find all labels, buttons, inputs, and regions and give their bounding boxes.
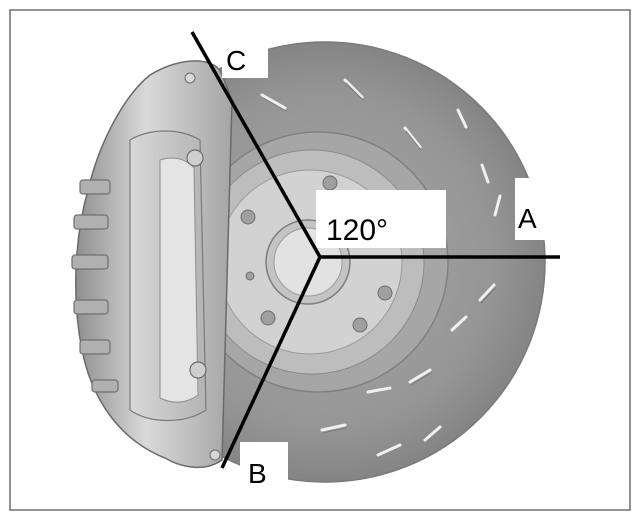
disc-slot-shadows: [262, 82, 496, 434]
lug-hole: [352, 317, 368, 333]
lug-hole: [322, 175, 338, 191]
direction-label-a: A: [518, 203, 537, 234]
lug-holes: [240, 175, 393, 333]
lug-hole: [377, 285, 393, 301]
line-to-c: [190, 31, 322, 258]
angle-lines: [190, 31, 560, 469]
line-to-b: [220, 256, 322, 469]
caliper-pin: [184, 72, 196, 84]
lug-hole: [240, 209, 256, 225]
lug-hole: [245, 271, 255, 281]
angle-label-bg: [316, 190, 446, 248]
direction-label-b: B: [248, 458, 267, 489]
caliper-fins: [71, 179, 119, 393]
lug-hole: [260, 310, 276, 326]
angle-label: 120°: [326, 214, 388, 247]
direction-label-c: C: [226, 45, 246, 76]
brake-caliper-icon: [71, 60, 233, 469]
caliper-bolt: [189, 361, 207, 379]
label-b-bg: [240, 442, 288, 490]
caliper-bolt: [186, 149, 204, 167]
caliper-face: [159, 157, 199, 403]
label-a-bg: [515, 178, 555, 240]
disc-slots: [260, 78, 502, 457]
caliper-pin: [209, 449, 221, 461]
label-c-bg: [222, 44, 268, 78]
